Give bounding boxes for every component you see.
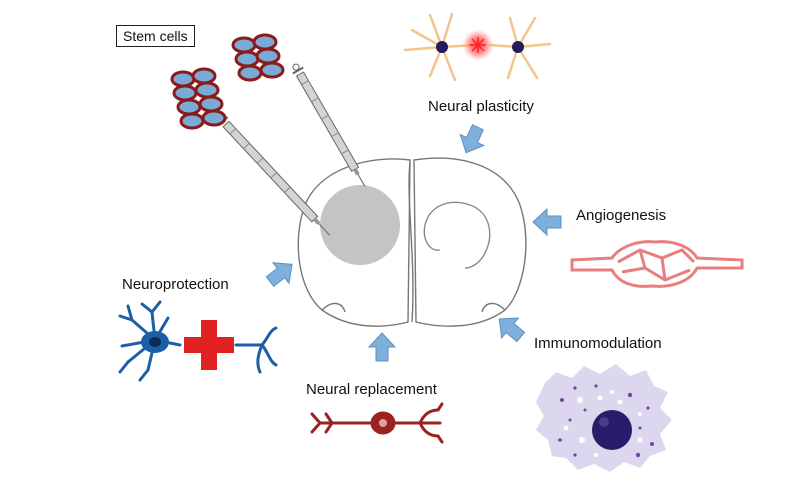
neural-replacement-label: Neural replacement bbox=[306, 381, 437, 398]
stem-cell-cluster-left bbox=[170, 67, 227, 130]
syringe-left bbox=[217, 114, 331, 236]
neural-plasticity-icon bbox=[403, 12, 552, 82]
brain-midline bbox=[408, 161, 414, 323]
brain-right-hemisphere bbox=[413, 157, 527, 327]
immune-cell-icon bbox=[536, 364, 672, 472]
arrows bbox=[265, 124, 562, 362]
syringe-right bbox=[292, 63, 366, 187]
arrow-angiogenesis bbox=[532, 207, 562, 237]
stem-cells-label: Stem cells bbox=[116, 25, 195, 47]
immunomodulation-label: Immunomodulation bbox=[534, 335, 662, 352]
angiogenesis-vessel-icon bbox=[570, 240, 744, 288]
arrow-neural-plasticity bbox=[459, 124, 486, 154]
left-ventricle-notch bbox=[321, 302, 346, 313]
hippocampus-curve bbox=[424, 201, 491, 269]
angiogenesis-label: Angiogenesis bbox=[576, 207, 667, 224]
neural-plasticity-label: Neural plasticity bbox=[428, 98, 534, 115]
neural-replacement-icon bbox=[310, 402, 444, 444]
arrow-immunomodulation bbox=[498, 317, 526, 343]
lesion-area bbox=[320, 185, 400, 265]
arrow-neuroprotection bbox=[265, 262, 293, 288]
hippocampus-inner bbox=[423, 224, 441, 251]
arrow-neural-replacement bbox=[367, 332, 397, 362]
stem-cell-cluster-right bbox=[231, 33, 285, 82]
neuroprotection-icon bbox=[118, 300, 278, 382]
neuroprotection-label: Neuroprotection bbox=[122, 276, 229, 293]
right-ventricle-notch bbox=[481, 302, 506, 313]
